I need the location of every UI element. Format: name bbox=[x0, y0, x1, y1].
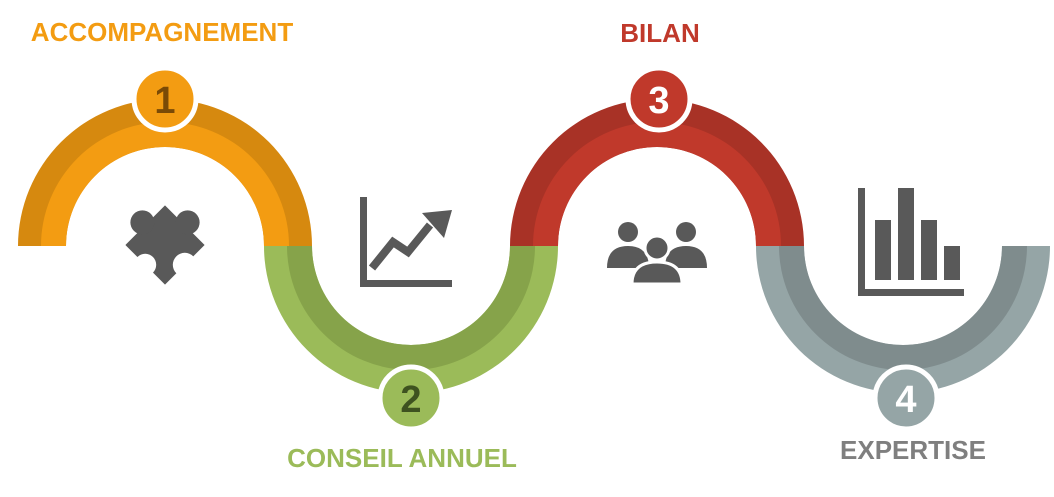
step-4-arc bbox=[756, 246, 1050, 393]
step-1-number: 1 bbox=[154, 80, 175, 122]
step-1-number-badge: 1 bbox=[131, 65, 199, 133]
bar-chart-icon bbox=[858, 188, 964, 296]
step-3-number-badge: 3 bbox=[625, 65, 693, 133]
step-1-title: ACCOMPAGNEMENT bbox=[31, 17, 294, 47]
step-3-number: 3 bbox=[648, 80, 669, 122]
people-group-icon bbox=[607, 222, 707, 286]
step-1-arc bbox=[18, 99, 312, 246]
step-2-title: CONSEIL ANNUEL bbox=[287, 443, 517, 473]
step-2-number-badge: 2 bbox=[377, 364, 445, 432]
step-4-number-badge: 4 bbox=[872, 364, 940, 432]
step-4-title: EXPERTISE bbox=[840, 435, 986, 465]
step-3-title: BILAN bbox=[620, 18, 699, 48]
puzzle-piece-icon bbox=[125, 205, 205, 285]
line-chart-icon bbox=[360, 197, 452, 287]
step-4-number: 4 bbox=[895, 379, 916, 421]
step-2-arc bbox=[264, 246, 558, 393]
step-3-arc bbox=[510, 99, 804, 246]
step-2-number: 2 bbox=[400, 379, 421, 421]
